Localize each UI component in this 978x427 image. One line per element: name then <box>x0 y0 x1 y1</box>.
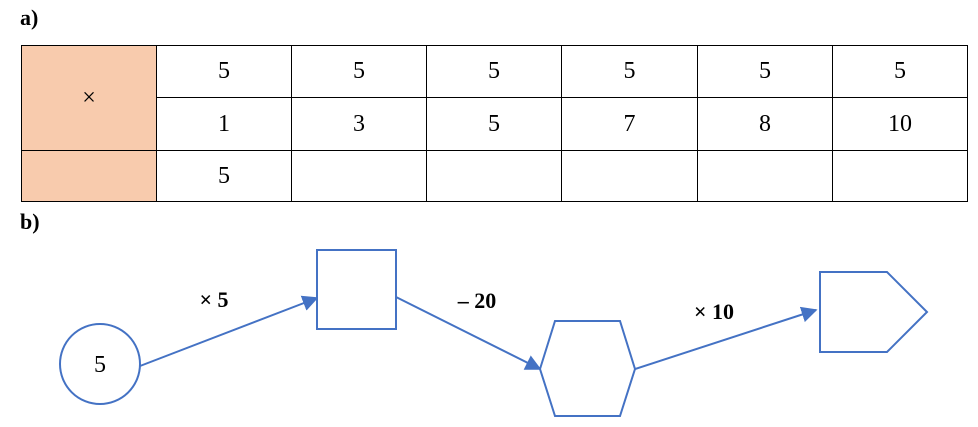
step-3-label: × 10 <box>694 299 734 324</box>
table-row-product: 5 <box>21 150 968 202</box>
arrow-1 <box>139 295 319 367</box>
product-cell[interactable] <box>561 150 698 202</box>
table-row-factor-a: × 5 5 5 5 5 5 <box>21 45 968 151</box>
factor-a-cell: 5 <box>561 45 698 98</box>
table-row-factor-b: 1 3 5 7 8 10 <box>22 97 968 151</box>
multiplication-table: × 5 5 5 5 5 5 1 3 5 7 8 10 5 <box>21 45 968 202</box>
factor-b-cell: 10 <box>832 97 968 151</box>
square-box[interactable] <box>316 249 397 330</box>
hexagon-box[interactable] <box>538 320 637 417</box>
factor-b-cell: 7 <box>561 97 698 151</box>
arrow-2 <box>395 296 542 370</box>
factor-a-cell: 5 <box>426 45 562 98</box>
product-cell: 5 <box>156 150 292 202</box>
part-a-label: a) <box>20 5 39 30</box>
product-cell[interactable] <box>832 150 968 202</box>
start-circle <box>59 323 141 405</box>
product-cell[interactable] <box>291 150 427 202</box>
factor-a-cell: 5 <box>832 45 968 98</box>
step-2-label: – 20 <box>457 288 497 313</box>
product-cell[interactable] <box>426 150 562 202</box>
part-b-label: b) <box>20 209 40 234</box>
arrow-3 <box>634 306 818 370</box>
factor-b-cell: 8 <box>697 97 833 151</box>
start-value: 5 <box>94 352 106 378</box>
step-1-label: × 5 <box>199 287 228 312</box>
pentagon-box[interactable] <box>819 271 929 353</box>
product-cell[interactable] <box>697 150 833 202</box>
factor-a-cell: 5 <box>697 45 833 98</box>
